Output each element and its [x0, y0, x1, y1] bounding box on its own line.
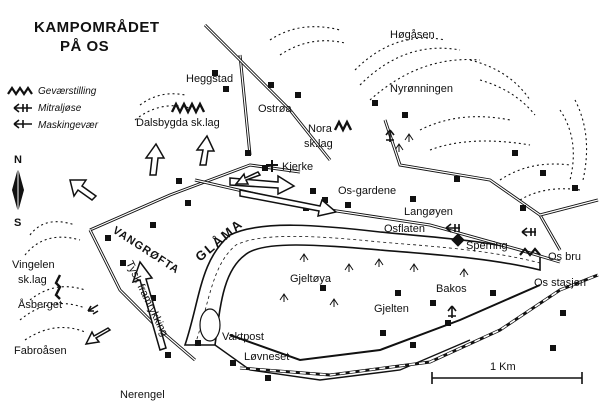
label-vingelen-2: sk.lag	[18, 274, 47, 286]
compass-south: S	[14, 217, 21, 229]
label-sperring: Sperring	[466, 240, 508, 252]
legend: Geværstilling Mitraljøse Maskingevær	[7, 86, 99, 131]
label-gjelten: Gjelten	[374, 303, 409, 315]
label-hogasen: Høgåsen	[390, 29, 435, 41]
light-machine-gun-icon	[385, 129, 395, 142]
machine-gun-icon	[445, 223, 460, 233]
label-lovneset: Løvneset	[244, 351, 289, 363]
compass: N S	[12, 154, 24, 229]
label-kjerke: Kjerke	[282, 161, 313, 173]
light-machine-gun-icon	[13, 119, 32, 129]
church-icon	[266, 160, 278, 172]
label-nyronningen: Nyrønningen	[390, 83, 453, 95]
label-osgardene: Os-gardene	[338, 185, 396, 197]
machine-gun-icon	[521, 227, 536, 237]
label-nerengel: Nerengel	[120, 389, 165, 401]
label-osstasjon: Os stasjon	[534, 277, 586, 289]
rifle-position-icon	[7, 86, 33, 96]
compass-north: N	[14, 154, 22, 166]
label-bakos: Bakos	[436, 283, 467, 295]
rifle-position-icon	[519, 247, 541, 257]
legend-mg-label: Mitraljøse	[38, 103, 82, 114]
label-asberget: Åsberget	[18, 298, 62, 311]
legend-lmg-label: Maskingevær	[38, 120, 99, 131]
label-ostroa: Ostrøa	[258, 103, 292, 115]
railway	[239, 273, 599, 377]
legend-rifle-label: Geværstilling	[38, 86, 97, 97]
label-heggstad: Heggstad	[186, 73, 233, 85]
label-osbru: Os bru	[548, 251, 581, 263]
rifle-position-icon	[170, 101, 206, 115]
scale-label: 1 Km	[490, 361, 516, 373]
label-vingelen-1: Vingelen	[12, 259, 55, 271]
military-positions	[54, 101, 541, 318]
light-machine-gun-icon	[87, 304, 99, 315]
label-vaktpost: Vaktpost	[222, 331, 264, 343]
label-fabroasen: Fabroåsen	[14, 345, 67, 357]
houses	[105, 70, 578, 381]
label-langoyen: Langøyen	[404, 206, 453, 218]
label-osflaten: Osflaten	[384, 223, 425, 235]
rifle-position-icon	[333, 119, 353, 133]
scale-bar: 1 Km	[431, 361, 583, 384]
label-nora-1: Nora	[308, 123, 333, 135]
label-gjeltoya: Gjeltøya	[290, 273, 332, 285]
movement-arrows	[69, 134, 338, 351]
label-dalsbygda: Dalsbygda sk.lag	[136, 117, 220, 129]
map-title-line2: PÅ OS	[60, 38, 109, 55]
rifle-position-icon	[54, 274, 62, 300]
forest-symbols	[279, 133, 469, 307]
label-nora-2: sk.lag	[304, 138, 333, 150]
terrain-hatching	[19, 26, 588, 341]
place-labels: Høgåsen Heggstad Ostrøa Nyrønningen Dals…	[12, 29, 586, 401]
map-title-line1: KAMPOMRÅDET	[34, 19, 160, 36]
machine-gun-icon	[13, 103, 32, 113]
light-machine-gun-icon	[447, 305, 457, 318]
